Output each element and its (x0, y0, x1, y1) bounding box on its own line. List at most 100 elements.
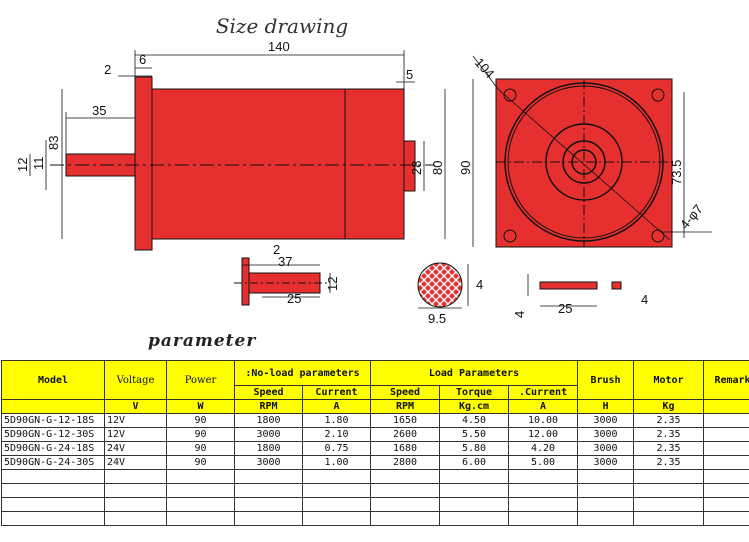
sub-speed1: Speed (234, 385, 303, 400)
h-noload: :No-load parameters (233, 360, 372, 386)
cell-l-current: 12.00 (508, 427, 579, 442)
cell-torque: 5.50 (439, 427, 510, 442)
cell-motor: 2.35 (633, 441, 705, 456)
dim-k4: 4 (476, 277, 483, 292)
cell-remarks (703, 413, 749, 428)
cell-l-speed: 2600 (370, 427, 441, 442)
motor-endcap (344, 88, 405, 240)
cell-model: 5D90GN-G-12-30S (1, 427, 105, 442)
cell-power: 90 (166, 427, 235, 442)
cell-brush: 3000 (577, 413, 635, 428)
motor-body (151, 88, 346, 240)
table-row-empty (1, 497, 749, 512)
cell-nl-current: 0.75 (301, 441, 372, 456)
dim-80: 80 (430, 161, 445, 175)
unit-w: W (166, 399, 235, 414)
unit-a2: A (508, 399, 579, 414)
units-row: V W RPM A RPM Kg.cm A H Kg (1, 399, 749, 414)
cell-power: 90 (166, 441, 235, 456)
h-brush: Brush (577, 360, 635, 400)
dim-key-4a: 4 (512, 311, 527, 318)
table-row-empty (1, 511, 749, 526)
cell-l-current: 5.00 (508, 455, 579, 470)
table-row-empty (1, 483, 749, 498)
cell-torque: 6.00 (439, 455, 510, 470)
dim-length: 140 (268, 39, 290, 54)
cell-power: 90 (166, 455, 235, 470)
h-load: Load Parameters (370, 360, 579, 386)
dim-key-25: 25 (558, 301, 572, 316)
cell-brush: 3000 (577, 427, 635, 442)
knurled-shaft-section (417, 262, 463, 308)
sub-current1: Current (301, 385, 372, 400)
cell-l-current: 4.20 (508, 441, 579, 456)
cell-nl-current: 2.10 (301, 427, 372, 442)
cell-nl-current: 1.80 (301, 413, 372, 428)
sub-speed2: Speed (370, 385, 441, 400)
h-model: Model (1, 360, 105, 400)
motor-front-view (495, 78, 673, 248)
h-voltage: Voltage (104, 360, 167, 400)
motor-side-view (65, 76, 416, 251)
cell-nl-speed: 3000 (234, 455, 303, 470)
unit-kgcm: Kg.cm (439, 399, 510, 414)
cell-model: 5D90GN-G-24-30S (1, 455, 105, 470)
cell-l-speed: 1650 (370, 413, 441, 428)
h-remarks: Remarks (703, 360, 749, 400)
h-motor: Motor (633, 360, 705, 400)
cell-voltage: 24V (104, 455, 167, 470)
cell-nl-current: 1.00 (301, 455, 372, 470)
motor-flange (134, 76, 153, 251)
cell-nl-speed: 1800 (234, 441, 303, 456)
cell-nl-speed: 1800 (234, 413, 303, 428)
dim-2: 2 (104, 62, 111, 77)
cell-nl-speed: 3000 (234, 427, 303, 442)
unit-rpm2: RPM (370, 399, 441, 414)
header-row-1: Model Voltage Power :No-load parameters … (1, 360, 749, 400)
dim-k12: 12 (325, 277, 340, 291)
cell-torque: 4.50 (439, 413, 510, 428)
table-row-empty (1, 469, 749, 484)
header-row-2: Speed Current Speed Torque .Current (2, 385, 749, 400)
dim-11: 11 (31, 157, 46, 171)
dim-12: 12 (15, 158, 30, 172)
dim-28: 28 (409, 161, 424, 175)
cell-voltage: 12V (104, 427, 167, 442)
cell-model: 5D90GN-G-24-18S (1, 441, 105, 456)
h-power: Power (166, 360, 235, 400)
cell-brush: 3000 (577, 455, 635, 470)
dim-k37: 37 (278, 254, 292, 269)
unit-h: H (577, 399, 635, 414)
cell-power: 90 (166, 413, 235, 428)
unit-a1: A (301, 399, 372, 414)
unit-kg: Kg (633, 399, 705, 414)
cell-remarks (703, 455, 749, 470)
motor-rear-boss (403, 140, 416, 192)
sub-torque: Torque (439, 385, 510, 400)
dim-5: 5 (406, 67, 413, 82)
cell-l-current: 10.00 (508, 413, 579, 428)
cell-torque: 5.80 (439, 441, 510, 456)
dim-73-5: 73.5 (669, 160, 684, 185)
cell-motor: 2.35 (633, 413, 705, 428)
cell-model: 5D90GN-G-12-18S (1, 413, 105, 428)
cell-l-speed: 1680 (370, 441, 441, 456)
size-drawing: Size drawing 140 6 2 5 35 83 12 11 28 80 (15, 14, 712, 326)
dim-k25: 25 (287, 291, 301, 306)
cell-remarks (703, 427, 749, 442)
dim-k9-5: 9.5 (428, 311, 446, 326)
side-view-dimensions (29, 50, 446, 239)
dim-key-4b: 4 (641, 292, 648, 307)
key-detail (539, 281, 622, 290)
dim-6: 6 (139, 52, 146, 67)
cell-l-speed: 2800 (370, 455, 441, 470)
parameter-table: Model Voltage Power :No-load parameters … (1, 360, 749, 526)
dim-holes: 4-φ7 (677, 201, 706, 231)
drawing-title: Size drawing (216, 14, 348, 38)
parameter-title: parameter (148, 331, 257, 351)
cell-voltage: 24V (104, 441, 167, 456)
